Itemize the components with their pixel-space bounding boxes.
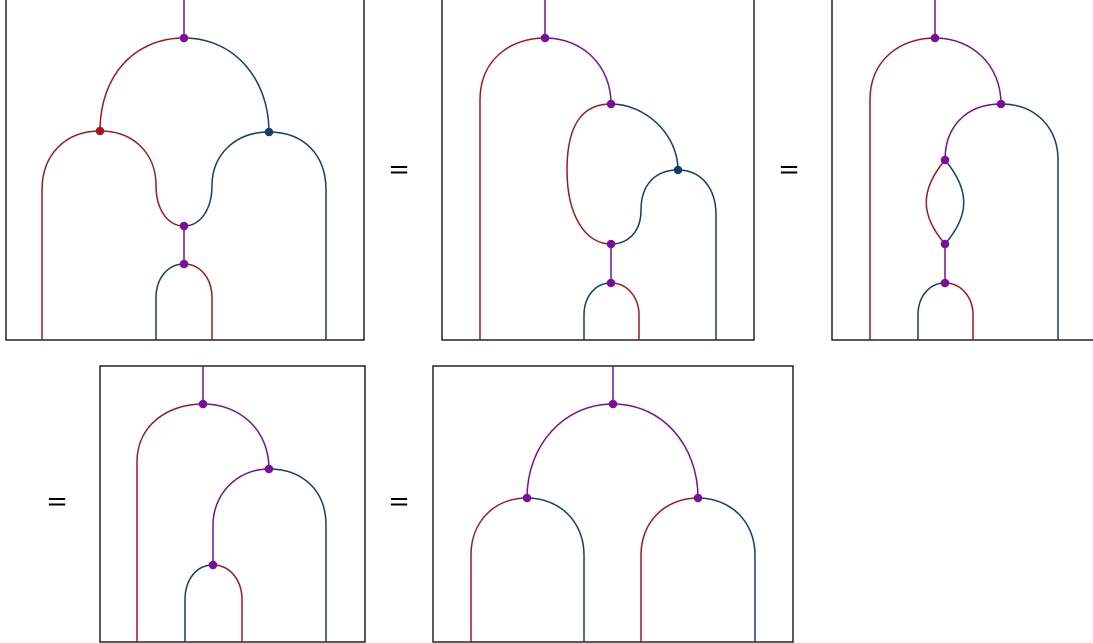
vertex-purple bbox=[179, 33, 189, 43]
red-wire-to-center bbox=[99, 130, 185, 227]
diagram-panel-1 bbox=[5, 0, 365, 341]
purple-arc-right bbox=[544, 37, 612, 105]
diagram-panel-3 bbox=[831, 0, 1093, 341]
vertex-blue bbox=[673, 165, 683, 175]
blue-arc-right bbox=[268, 131, 327, 340]
panel-frame bbox=[5, 0, 365, 341]
blue-arc-to-vertex bbox=[610, 103, 679, 171]
red-cap-right bbox=[183, 263, 213, 340]
vertex-purple bbox=[198, 399, 208, 409]
vertex-purple bbox=[179, 221, 189, 231]
equals-sign: = bbox=[46, 487, 68, 517]
purple-arc-right bbox=[202, 403, 270, 470]
diagram-panel-4 bbox=[99, 365, 366, 643]
blue-arc-left-pair bbox=[526, 497, 585, 642]
vertex-purple bbox=[179, 259, 189, 269]
red-arc-top-left bbox=[99, 37, 185, 132]
red-arc-left bbox=[869, 37, 936, 340]
blue-arc-right bbox=[268, 468, 327, 642]
purple-arc-right bbox=[934, 37, 1002, 105]
blue-cap-left bbox=[917, 282, 946, 340]
vertex-purple bbox=[606, 239, 616, 249]
vertex-purple bbox=[996, 99, 1006, 109]
red-arc-left bbox=[479, 37, 546, 340]
purple-arc-inner bbox=[212, 468, 270, 565]
red-cap-right bbox=[212, 564, 243, 642]
red-arc-left bbox=[41, 130, 101, 340]
red-arc-left-pair bbox=[470, 497, 528, 642]
red-arc-right-pair bbox=[640, 497, 699, 642]
red-cap-right bbox=[610, 282, 640, 340]
vertex-purple bbox=[208, 560, 218, 570]
diagram-panel-2 bbox=[441, 0, 755, 341]
blue-cap-left bbox=[184, 564, 214, 642]
vertex-purple bbox=[693, 493, 703, 503]
purple-arc-left bbox=[526, 403, 614, 499]
blue-arc-top-right bbox=[183, 37, 270, 133]
purple-arc-inner bbox=[944, 103, 1002, 161]
blue-cap-left bbox=[155, 263, 185, 340]
red-arc-left bbox=[136, 403, 204, 642]
vertex-purple bbox=[540, 33, 550, 43]
panel-frame bbox=[831, 0, 1093, 341]
blue-arc-right bbox=[1000, 103, 1059, 340]
vertex-purple bbox=[606, 99, 616, 109]
blue-wire-to-center bbox=[183, 131, 270, 227]
blue-arc-right-pair bbox=[697, 497, 756, 642]
equals-sign: = bbox=[388, 155, 410, 185]
vertex-purple bbox=[606, 278, 616, 288]
panel-frame bbox=[441, 0, 755, 341]
blue-arc-right bbox=[677, 169, 717, 340]
vertex-red bbox=[95, 126, 105, 136]
red-loop-left bbox=[566, 103, 612, 245]
equals-sign: = bbox=[778, 155, 800, 185]
vertex-purple bbox=[930, 33, 940, 43]
red-cap-right bbox=[944, 282, 974, 340]
vertex-purple bbox=[264, 464, 274, 474]
vertex-blue bbox=[264, 127, 274, 137]
panel-frame bbox=[99, 365, 366, 643]
blue-cap-left bbox=[583, 282, 612, 340]
vertex-purple bbox=[940, 155, 950, 165]
blue-wire-to-center bbox=[610, 169, 679, 245]
vertex-purple bbox=[940, 278, 950, 288]
diagram-panel-5 bbox=[432, 365, 794, 643]
vertex-purple bbox=[940, 239, 950, 249]
vertex-purple bbox=[608, 399, 618, 409]
blue-bubble-right bbox=[944, 159, 965, 245]
red-bubble-left bbox=[925, 159, 946, 245]
equals-sign: = bbox=[388, 487, 410, 517]
vertex-purple bbox=[522, 493, 532, 503]
purple-arc-right bbox=[612, 403, 699, 499]
